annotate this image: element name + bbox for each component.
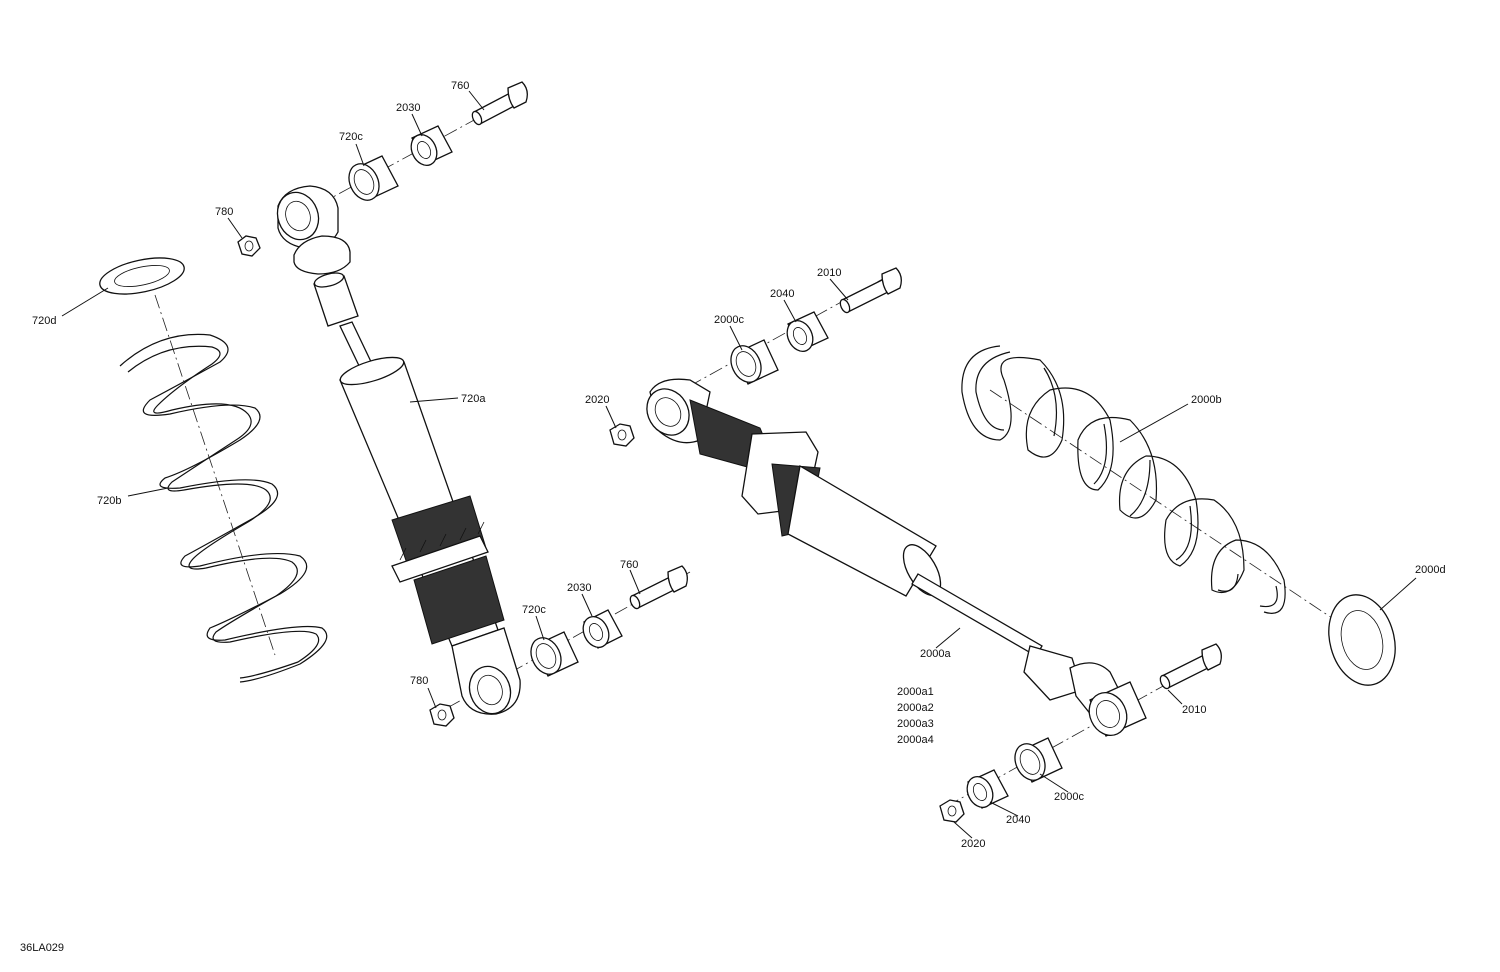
left-shock-assembly xyxy=(99,81,691,727)
callout-2000b: 2000b xyxy=(1191,394,1222,406)
bolt-2010-top xyxy=(839,267,902,314)
leader-lines xyxy=(61,90,1417,839)
spacer-2040-bottom xyxy=(966,769,1009,809)
spring-2000b xyxy=(961,345,1286,614)
callout-2000c-bottom: 2000c xyxy=(1054,791,1084,803)
bushing-2000c-top xyxy=(730,339,779,385)
callout-720a: 720a xyxy=(461,393,486,405)
nut-780-bottom xyxy=(429,703,455,727)
callout-720b: 720b xyxy=(97,495,121,507)
callout-2010-top: 2010 xyxy=(817,267,841,279)
callout-760-bottom: 760 xyxy=(620,559,638,571)
callout-780-top: 780 xyxy=(215,206,233,218)
callout-2030-bottom: 2030 xyxy=(567,582,591,594)
callout-variant-4: 2000a4 xyxy=(897,734,934,746)
callout-2040-top: 2040 xyxy=(770,288,794,300)
nut-2020-top xyxy=(609,423,635,447)
callout-2010-bottom: 2010 xyxy=(1182,704,1206,716)
spacer-2030-bottom xyxy=(582,609,623,649)
callout-780-bottom: 780 xyxy=(410,675,428,687)
retainer-720d xyxy=(99,257,185,295)
bolt-2010-bottom xyxy=(1159,643,1222,690)
callout-2040-bottom: 2040 xyxy=(1006,814,1030,826)
bushing-2000c-bottom xyxy=(1014,737,1063,783)
callout-labels: 760 2030 720c 780 720d 720a 720b 780 720… xyxy=(32,80,1446,850)
lower-eye-2000a xyxy=(1088,681,1147,737)
bushing-720c-top xyxy=(348,155,399,201)
shock-body-720a xyxy=(313,272,521,715)
shock-upper-eye xyxy=(276,185,351,275)
callout-720d: 720d xyxy=(32,315,56,327)
right-shock-assembly xyxy=(609,267,1396,823)
drawing-id: 36LA029 xyxy=(20,942,64,954)
callout-2020-top: 2020 xyxy=(585,394,609,406)
spacer-2030-top xyxy=(410,125,453,167)
shock-body-2000a xyxy=(646,378,1125,718)
bolt-760-bottom xyxy=(629,565,688,610)
callout-2000c-top: 2000c xyxy=(714,314,744,326)
callout-720c-bottom: 720c xyxy=(522,604,546,616)
bolt-760-top xyxy=(471,81,528,126)
callout-variant-1: 2000a1 xyxy=(897,686,934,698)
nut-2020-bottom xyxy=(939,799,965,823)
retainer-2000d xyxy=(1328,594,1396,686)
callout-2000d: 2000d xyxy=(1415,564,1446,576)
callout-2030-top: 2030 xyxy=(396,102,420,114)
nut-780-top xyxy=(237,235,261,257)
callout-2020-bottom: 2020 xyxy=(961,838,985,850)
bushing-720c-bottom xyxy=(530,631,579,677)
spring-720b xyxy=(119,333,328,683)
callout-variant-3: 2000a3 xyxy=(897,718,934,730)
callout-2000a: 2000a xyxy=(920,648,951,660)
callout-760-top: 760 xyxy=(451,80,469,92)
callout-variant-2: 2000a2 xyxy=(897,702,934,714)
callout-720c-top: 720c xyxy=(339,131,363,143)
spacer-2040-top xyxy=(786,311,829,353)
